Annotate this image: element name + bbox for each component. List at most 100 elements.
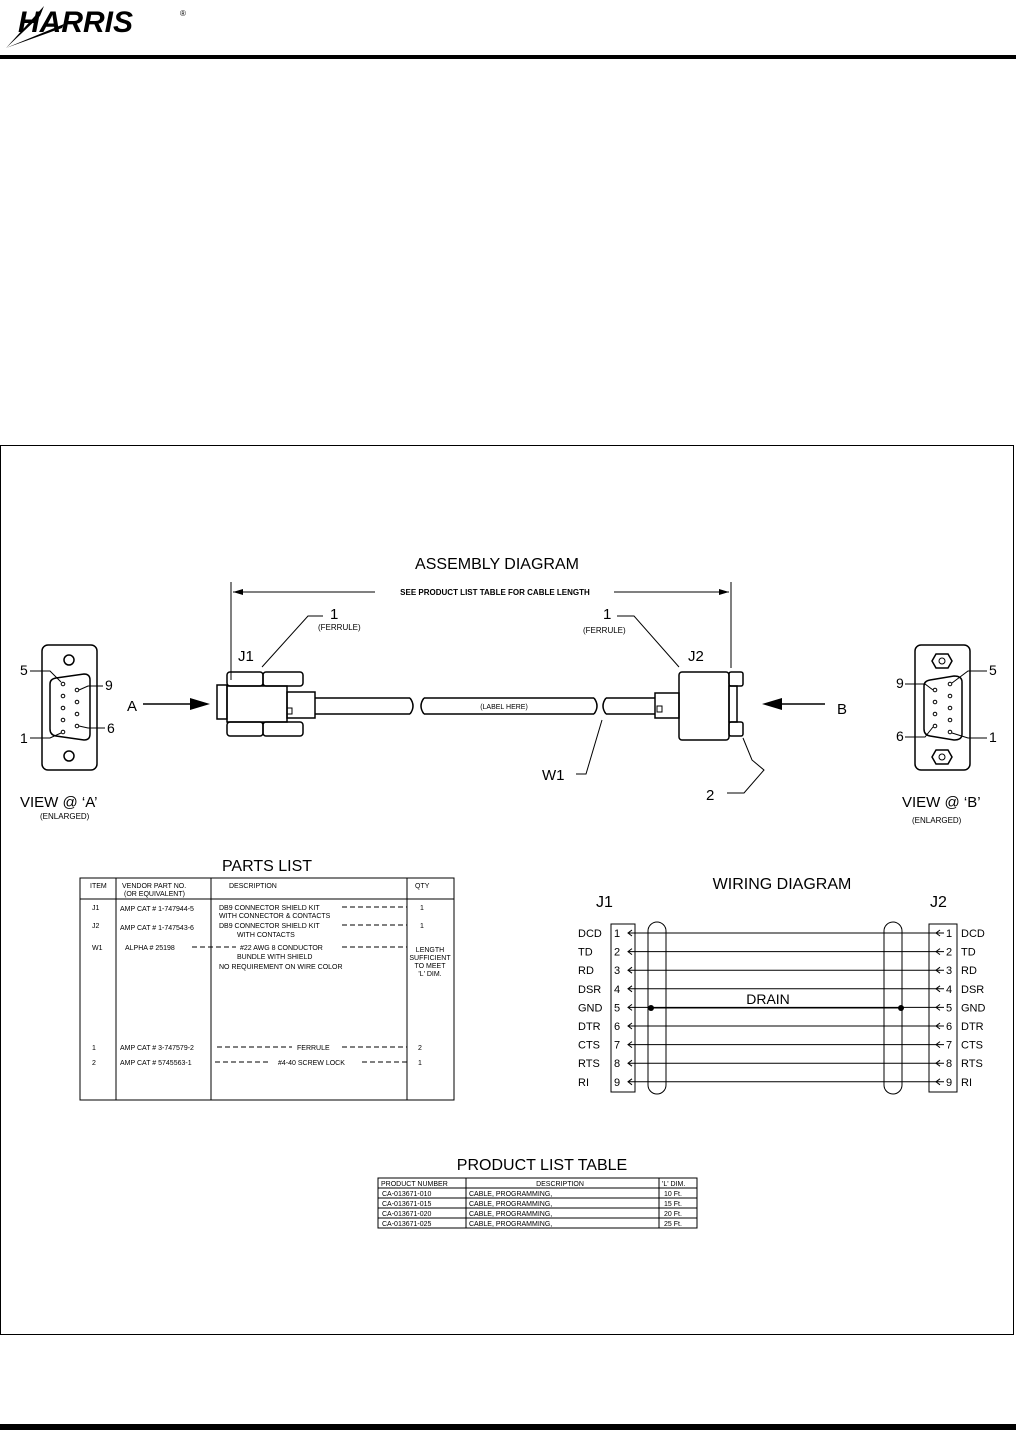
j1-pin-label: 1 [614, 928, 620, 940]
j2-pin-label: 1 [946, 928, 952, 940]
product-length: 15 Ft. [664, 1201, 682, 1208]
view-b-label: VIEW @ ‘B’ [902, 794, 981, 811]
svg-text:DB9 CONNECTOR SHIELD KIT: DB9 CONNECTOR SHIELD KIT [219, 923, 320, 930]
j2-pin-label: 6 [946, 1021, 952, 1033]
table-row: J2 AMP CAT # 1-747543-6 DB9 CONNECTOR SH… [92, 923, 424, 939]
svg-text:#22 AWG 8 CONDUCTOR: #22 AWG 8 CONDUCTOR [240, 945, 323, 952]
j2-signal-label: DCD [961, 928, 985, 940]
j1-signal-label: DCD [578, 928, 602, 940]
product-length: 25 Ft. [664, 1221, 682, 1228]
product-table-title: PRODUCT LIST TABLE [457, 1157, 627, 1174]
svg-text:1: 1 [418, 1060, 422, 1067]
j1-pin-label: 3 [614, 965, 620, 977]
wire-row: DCD 1 1 DCD [578, 928, 985, 940]
cable-w1 [315, 697, 655, 715]
svg-text:AMP CAT # 1-747944-5: AMP CAT # 1-747944-5 [120, 906, 194, 913]
product-number: CA-013671-020 [382, 1211, 432, 1218]
header-rule [0, 55, 1016, 59]
wiring-title: WIRING DIAGRAM [713, 876, 852, 893]
arrow-a-icon [190, 698, 210, 710]
svg-text:VENDOR PART NO.: VENDOR PART NO. [122, 883, 186, 890]
svg-text:BUNDLE WITH SHIELD: BUNDLE WITH SHIELD [237, 954, 312, 961]
svg-text:SUFFICIENT: SUFFICIENT [409, 955, 451, 962]
svg-text:9: 9 [105, 677, 113, 693]
svg-text:WITH CONTACTS: WITH CONTACTS [237, 932, 295, 939]
logo-text: HARRIS [18, 6, 133, 39]
j2-signal-label: TD [961, 947, 976, 959]
j1-pin-label: 4 [614, 984, 620, 996]
svg-text:(ENLARGED): (ENLARGED) [912, 816, 962, 825]
wiring-j2-label: J2 [930, 894, 947, 911]
j2-signal-label: RTS [961, 1058, 983, 1070]
svg-text:WITH CONNECTOR & CONTACTS: WITH CONNECTOR & CONTACTS [219, 913, 331, 920]
arrow-icon [935, 1004, 941, 1011]
assembly-title: ASSEMBLY DIAGRAM [415, 556, 579, 573]
connector-j1 [216, 671, 316, 737]
svg-text:(ENLARGED): (ENLARGED) [40, 812, 90, 821]
svg-text:5: 5 [20, 662, 28, 678]
j1-signal-label: GND [578, 1002, 603, 1014]
view-a-label: VIEW @ ‘A’ [20, 794, 97, 811]
connector-j2 [654, 671, 744, 741]
table-row: W1 ALPHA # 25198 #22 AWG 8 CONDUCTOR BUN… [92, 945, 451, 978]
arrow-icon [935, 948, 941, 955]
j1-pin-label: 8 [614, 1058, 620, 1070]
svg-text:FERRULE: FERRULE [297, 1045, 330, 1052]
arrow-icon [935, 1078, 941, 1086]
svg-text:'L' DIM.: 'L' DIM. [418, 971, 441, 978]
svg-text:DB9 CONNECTOR SHIELD KIT: DB9 CONNECTOR SHIELD KIT [219, 905, 320, 912]
drawing-frame [0, 445, 1014, 1335]
arrow-icon [935, 966, 941, 974]
arrow-icon [627, 1004, 633, 1011]
parts-list: PARTS LIST ITEM VENDOR PART NO. (OR EQUI… [79, 858, 455, 1101]
svg-text:PRODUCT NUMBER: PRODUCT NUMBER [381, 1181, 448, 1188]
svg-text:2: 2 [418, 1045, 422, 1052]
arrow-icon [935, 1059, 941, 1067]
svg-text:J1: J1 [92, 905, 100, 912]
wiring-j1-label: J1 [596, 894, 613, 911]
j2-pin-label: 8 [946, 1058, 952, 1070]
j2-signal-label: DTR [961, 1021, 984, 1033]
j1-pin-label: 6 [614, 1021, 620, 1033]
arrow-b-label: B [837, 701, 847, 718]
product-number: CA-013671-025 [382, 1221, 432, 1228]
svg-text:6: 6 [107, 720, 115, 736]
svg-text:LENGTH: LENGTH [416, 947, 444, 954]
svg-text:AMP CAT # 5745563-1: AMP CAT # 5745563-1 [120, 1060, 192, 1067]
svg-text:1: 1 [989, 729, 997, 745]
svg-text:1: 1 [20, 730, 28, 746]
svg-text:1: 1 [92, 1045, 96, 1052]
j1-pin-label: 7 [614, 1040, 620, 1052]
svg-text:1: 1 [330, 606, 338, 623]
svg-text:(OR EQUIVALENT): (OR EQUIVALENT) [124, 891, 185, 898]
product-length: 20 Ft. [664, 1211, 682, 1218]
j2-label: J2 [688, 648, 704, 665]
svg-text:J2: J2 [92, 923, 100, 930]
footer-rule [0, 1424, 1016, 1430]
j2-pin-label: 2 [946, 947, 952, 959]
arrow-icon [627, 948, 633, 955]
harris-logo: HARRIS ® [6, 6, 186, 48]
table-row: 2 AMP CAT # 5745563-1 #4-40 SCREW LOCK 1 [92, 1060, 422, 1067]
arrow-a-label: A [127, 698, 137, 715]
product-description: CABLE, PROGRAMMING, [469, 1211, 552, 1218]
svg-text:5: 5 [989, 662, 997, 678]
j1-signal-label: DSR [578, 984, 601, 996]
view-a-connector [30, 644, 105, 771]
svg-text:#4-40 SCREW LOCK: #4-40 SCREW LOCK [278, 1060, 345, 1067]
svg-text:1: 1 [603, 606, 611, 623]
table-row: J1 AMP CAT # 1-747944-5 DB9 CONNECTOR SH… [92, 905, 424, 920]
svg-text:DESCRIPTION: DESCRIPTION [229, 883, 277, 890]
cable-length-note: SEE PRODUCT LIST TABLE FOR CABLE LENGTH [400, 588, 590, 597]
svg-text:DESCRIPTION: DESCRIPTION [536, 1181, 584, 1188]
product-description: CABLE, PROGRAMMING, [469, 1221, 552, 1228]
